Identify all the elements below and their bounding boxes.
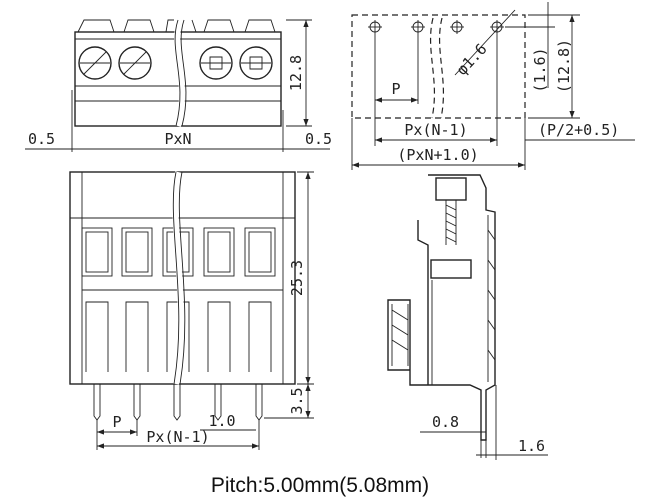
depth-label: (12.8) [555,39,573,93]
screw-heads [78,46,273,80]
hole-offset-label: (1.6) [531,47,549,92]
side-view: 0.8 1.6 [387,174,548,460]
pin-width-label: 1.0 [208,412,235,430]
overall-label: (PxN+1.0) [397,146,478,164]
left-margin-label: 0.5 [28,130,55,148]
front-pitch-label: P [112,413,121,431]
hole-diameter-label: φ1.6 [453,40,491,79]
top-height-label: 12.8 [287,55,305,91]
edge-offset-label: (P/2+0.5) [538,121,619,139]
pin-length-label: 3.5 [288,387,306,414]
width-label: PxN [164,130,191,148]
pin-offset-label: 1.6 [518,437,545,455]
front-height-label: 25.3 [288,260,306,296]
front-pin-span-label: Px(N-1) [146,428,209,446]
pin-thickness-label: 0.8 [432,413,459,431]
top-view: 12.8 0.5 PxN 0.5 [25,19,332,152]
pin-span-label: Px(N-1) [404,121,467,139]
pitch-label: P [391,80,400,98]
pitch-caption: Pitch:5.00mm(5.08mm) [211,474,429,497]
right-margin-label: 0.5 [305,130,332,148]
front-view: 25.3 3.5 P 1.0 Px(N-1) [69,171,314,450]
pcb-layout: P φ1.6 (1.6) (12.8) Px(N-1) (PxN+1.0) (P… [351,2,635,170]
